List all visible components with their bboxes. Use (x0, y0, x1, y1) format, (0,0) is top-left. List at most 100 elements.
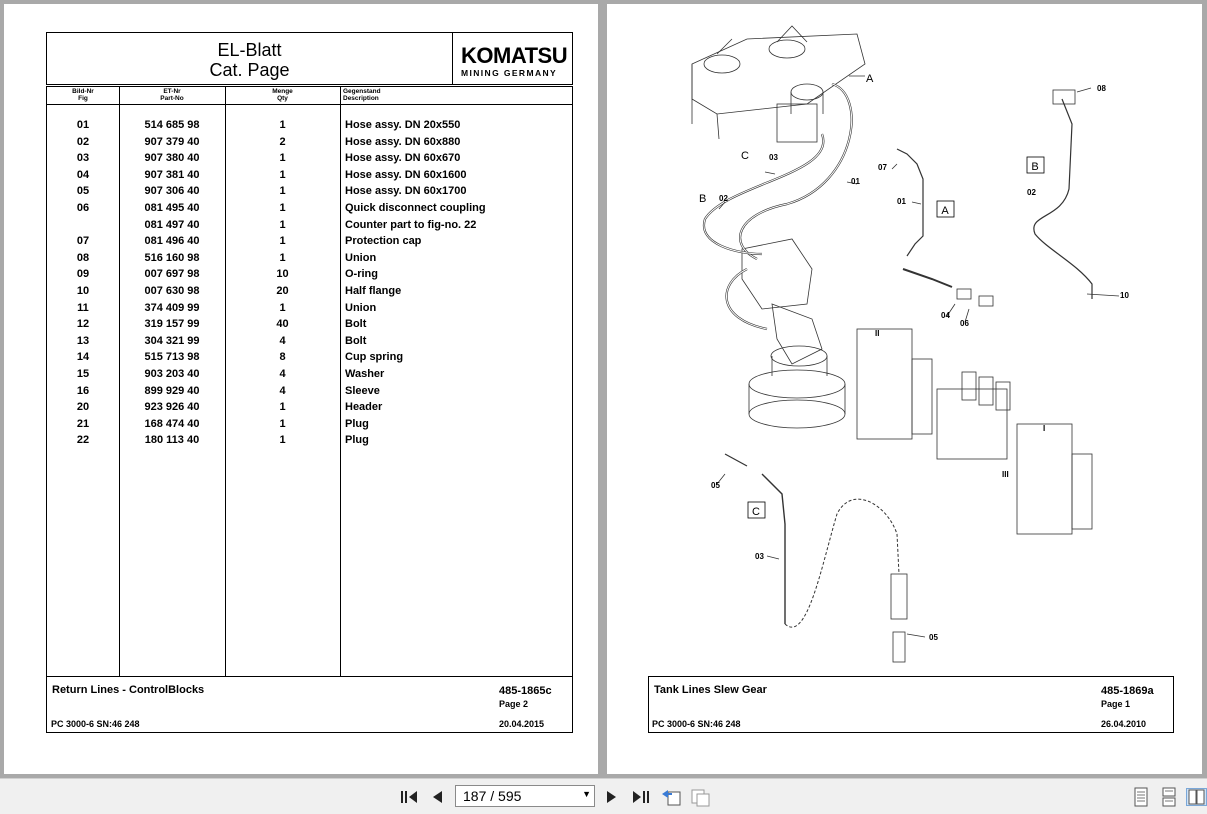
qty-cell: 4 (279, 368, 286, 380)
next-page-icon[interactable] (605, 788, 619, 806)
footer-doc-no: 485-1865c (499, 685, 552, 697)
fig-cell: 15 (76, 368, 90, 380)
qty-cell: 1 (279, 434, 286, 447)
continuous-page-icon[interactable] (1160, 787, 1178, 807)
footer-page: Page 1 (1101, 699, 1131, 709)
go-forward-view-icon[interactable] (690, 788, 712, 807)
description-cell: Sleeve (345, 384, 380, 397)
description-cell: Hose assy. DN 60x1700 (345, 185, 467, 198)
callout-08: 08 (1097, 84, 1106, 93)
facing-pages-icon[interactable] (1186, 788, 1207, 806)
part-no-cell: 304 321 99 (144, 334, 200, 347)
qty-cell: 40 (276, 318, 289, 331)
callout-07: 07 (878, 163, 887, 172)
fig-cell: 20 (76, 401, 90, 414)
footer-doc-no: 485-1869a (1101, 685, 1154, 697)
description-cell: Header (345, 401, 383, 414)
qty-cell: 1 (279, 401, 286, 414)
logo-brand: KOMATSU (461, 43, 568, 68)
viewer-toolbar: 187 / 595 ▼ (0, 778, 1207, 814)
qty-cell: 1 (279, 301, 286, 314)
left-footer: Return Lines - ControlBlocks 485-1865c P… (46, 676, 573, 733)
go-back-view-icon[interactable] (660, 788, 682, 806)
callout-03-detail: 03 (755, 552, 764, 561)
chevron-down-icon: ▼ (582, 789, 591, 799)
part-no-cell: 319 157 99 (144, 318, 200, 331)
fig-cell: 16 (76, 384, 90, 397)
part-no-cell: 923 926 40 (144, 401, 200, 414)
fig-cell: 14 (76, 351, 90, 364)
qty-cell: 1 (279, 251, 286, 264)
fig-cell: 05 (76, 185, 90, 198)
description-cell: Hose assy. DN 60x1600 (345, 168, 467, 181)
callout-10: 10 (1120, 291, 1129, 300)
qty-cell: 1 (279, 185, 286, 198)
first-page-icon[interactable] (400, 788, 418, 806)
description-cell: Hose assy. DN 20x550 (345, 119, 461, 131)
fig-cell: 11 (77, 301, 89, 314)
callout-03-main: 03 (769, 153, 778, 162)
fig-cell: 13 (76, 334, 90, 347)
footer-title: Tank Lines Slew Gear (654, 684, 767, 696)
callout-06: 06 (960, 319, 969, 328)
description-cell: Plug (345, 417, 369, 430)
block-label-III: III (1002, 470, 1009, 479)
title-block: EL-Blatt Cat. Page KOMATSU MINING GERMAN… (46, 32, 573, 85)
description-cell: Union (345, 301, 377, 314)
right-drawing-page: A B C A B C 01 02 03 07 01 04 06 08 02 1… (607, 4, 1202, 774)
callout-02-detail: 02 (1027, 188, 1036, 197)
callout-01-main: 01 (851, 177, 860, 186)
fig-cell: 12 (76, 318, 90, 331)
right-footer: Tank Lines Slew Gear 485-1869a Page 1 PC… (648, 676, 1174, 733)
part-no-cell: 907 380 40 (144, 152, 200, 165)
last-page-icon[interactable] (632, 788, 650, 806)
part-no-cell: 180 113 40 (144, 434, 200, 447)
callout-B-arrow: B (699, 193, 706, 205)
callout-05-a: 05 (711, 481, 720, 490)
callout-05-b: 05 (929, 633, 938, 642)
fig-cell: 06 (76, 202, 90, 214)
exploded-parts-drawing: A B C A B C 01 02 03 07 01 04 06 08 02 1… (691, 25, 1129, 663)
callout-A-box: A (941, 205, 949, 217)
part-no-cell: 907 379 40 (144, 135, 200, 148)
qty-cell: 10 (276, 268, 289, 281)
fig-cell: 21 (76, 417, 90, 430)
title-en: Cat. Page (209, 60, 290, 80)
part-no-cell: 903 203 40 (144, 368, 200, 380)
description-cell: Cup spring (345, 351, 404, 364)
footer-title: Return Lines - ControlBlocks (52, 684, 205, 696)
callout-04: 04 (941, 311, 950, 320)
callout-C-box: C (752, 506, 760, 518)
fig-cell: 09 (76, 268, 90, 281)
single-page-icon[interactable] (1132, 787, 1150, 807)
part-no-cell: 907 381 40 (144, 168, 200, 181)
komatsu-logo: KOMATSU MINING GERMANY (452, 33, 573, 84)
qty-cell: 8 (279, 351, 286, 364)
description-cell: O-ring (345, 268, 378, 281)
fig-cell: 02 (76, 135, 90, 148)
qty-cell: 1 (279, 119, 286, 131)
fig-cell: 03 (76, 152, 90, 165)
page-number-select[interactable]: 187 / 595 ▼ (455, 785, 595, 807)
fig-cell: 04 (76, 168, 90, 181)
qty-cell: 4 (279, 334, 286, 347)
callout-02-main: 02 (719, 194, 728, 203)
footer-machine: PC 3000-6 SN:46 248 (51, 719, 140, 729)
qty-cell: 1 (279, 417, 286, 430)
prev-page-icon[interactable] (430, 788, 444, 806)
